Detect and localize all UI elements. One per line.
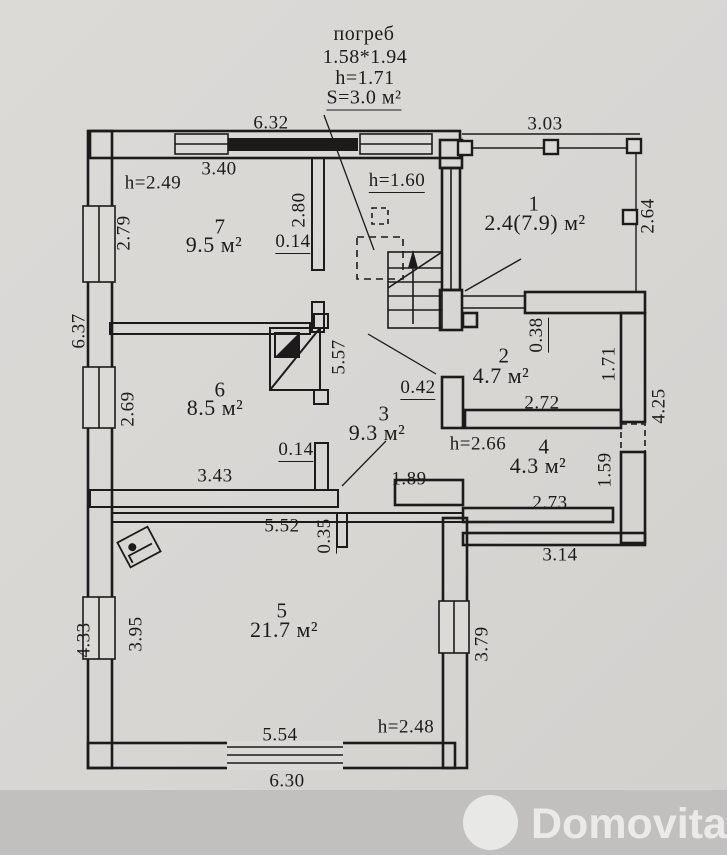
dim-wing-bottom: 3.14 xyxy=(542,544,578,566)
dim-room5-right: 3.79 xyxy=(471,626,493,662)
dim-hall-wall: 0.42 xyxy=(400,377,436,400)
dim-porch-height: 2.64 xyxy=(637,198,659,234)
domovita-logo-icon xyxy=(463,795,518,850)
room7-area: 9.5 м² xyxy=(185,232,243,257)
room7-number: 7 xyxy=(214,214,226,239)
dim-room5-stub: 0.35 xyxy=(314,518,337,554)
height-room5: h=2.48 xyxy=(377,716,435,738)
cellar-area: S=3.0 м² xyxy=(326,86,402,111)
dim-room5-left: 3.95 xyxy=(125,616,147,652)
dim-room6-width: 3.43 xyxy=(197,465,233,487)
room4-area: 4.3 м² xyxy=(509,453,567,478)
dim-room5-bottom: 5.54 xyxy=(262,724,298,746)
dim-room2-width: 2.72 xyxy=(524,392,560,414)
stove-icon xyxy=(269,313,329,405)
height-room4: h=2.66 xyxy=(449,433,507,455)
room1-number: 1 xyxy=(528,191,540,216)
cellar-dimensions: 1.58*1.94 xyxy=(322,46,408,68)
dim-room6-left: 2.69 xyxy=(117,391,139,427)
bottom-entry-threshold xyxy=(227,741,343,770)
dim-room2-right: 1.71 xyxy=(598,346,620,382)
dim-hall-length: 5.57 xyxy=(328,339,350,375)
room4-number: 4 xyxy=(538,434,550,459)
porch-columns xyxy=(456,137,643,226)
room5-area: 21.7 м² xyxy=(249,617,319,642)
room6-area: 8.5 м² xyxy=(186,395,244,420)
cellar-height: h=1.71 xyxy=(335,67,395,89)
windows xyxy=(82,133,470,660)
room5-number: 5 xyxy=(276,598,288,623)
dim-room4-width: 2.73 xyxy=(532,492,568,514)
room3-number: 3 xyxy=(378,401,390,426)
dim-hall-opening: 1.89 xyxy=(391,468,427,490)
cellar-title: погреб xyxy=(333,23,395,45)
dim-room7-left: 2.79 xyxy=(113,215,135,251)
room2-number: 2 xyxy=(498,343,510,368)
watermark-band xyxy=(0,790,727,855)
dim-room2-wall: 0.38 xyxy=(526,317,549,353)
dim-wing-right: 4.25 xyxy=(648,388,670,424)
dim-bottom-outer: 6.30 xyxy=(269,770,305,792)
room6-number: 6 xyxy=(214,377,226,402)
height-room7: h=2.49 xyxy=(124,172,182,194)
watermark-brand: Domovita xyxy=(531,800,727,848)
dim-left-lower: 4.33 xyxy=(73,622,95,658)
cellar-note-leader xyxy=(323,114,375,251)
stairs-icon xyxy=(387,250,443,329)
dim-left-upper: 6.37 xyxy=(68,313,90,349)
porch-entry-leader xyxy=(464,258,522,292)
dim-room6-wall: 0.14 xyxy=(278,439,314,462)
room3-area: 9.3 м² xyxy=(348,420,406,445)
height-stair-hall: h=1.60 xyxy=(368,170,426,193)
cellar-hatch xyxy=(356,207,404,280)
dim-room7-width: 3.40 xyxy=(201,158,237,180)
wing-wall-dashed-opening xyxy=(620,423,646,453)
dim-top-outer: 6.32 xyxy=(253,112,289,134)
room1-area: 2.4(7.9) м² xyxy=(484,210,586,235)
dim-room7-wall: 0.14 xyxy=(275,231,311,254)
dim-room7-wall-len: 2.80 xyxy=(288,192,310,228)
heater-icon xyxy=(116,525,162,569)
dim-room5-top: 5.52 xyxy=(264,515,300,537)
room2-area: 4.7 м² xyxy=(472,363,530,388)
top-wall-solid-segment xyxy=(228,138,358,151)
dim-porch-width: 3.03 xyxy=(527,113,563,135)
dim-room4-right: 1.59 xyxy=(594,452,616,488)
hall-leaders xyxy=(341,333,437,487)
